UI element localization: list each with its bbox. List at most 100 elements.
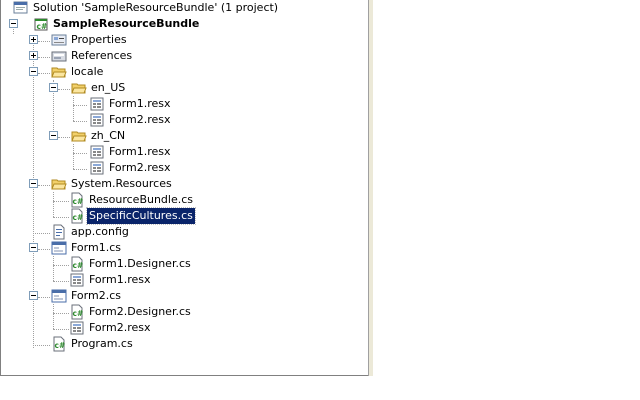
collapse-toggle[interactable] bbox=[29, 179, 38, 188]
tree-line bbox=[33, 345, 50, 346]
system-resources-label: System.Resources bbox=[71, 177, 172, 190]
folder-open-icon bbox=[71, 131, 87, 142]
file-label: Form1.resx bbox=[109, 145, 171, 158]
references-icon bbox=[51, 51, 67, 62]
tree-line bbox=[73, 169, 87, 170]
csharp-file-icon: c# bbox=[71, 192, 84, 208]
tree-node-form2-designer-cs[interactable]: c# Form2.Designer.cs bbox=[1, 304, 361, 320]
tree-node-en-us-folder[interactable]: en_US bbox=[1, 80, 361, 96]
tree-line bbox=[38, 73, 50, 74]
tree-node-form2-cs[interactable]: Form2.cs bbox=[1, 288, 361, 304]
file-label: Form1.Designer.cs bbox=[89, 257, 191, 270]
vertical-scrollbar[interactable] bbox=[368, 0, 373, 376]
expand-toggle[interactable] bbox=[29, 35, 38, 44]
file-label: Form2.resx bbox=[109, 113, 171, 126]
file-label: Form2.Designer.cs bbox=[89, 305, 191, 318]
collapse-toggle[interactable] bbox=[49, 131, 58, 140]
tree-node-zh-cn-folder[interactable]: zh_CN bbox=[1, 128, 361, 144]
svg-text:c#: c# bbox=[73, 213, 84, 222]
svg-text:c#: c# bbox=[73, 309, 84, 318]
tree-line bbox=[53, 201, 69, 202]
tree-line bbox=[53, 329, 69, 330]
tree-node-solution[interactable]: Solution 'SampleResourceBundle' (1 proje… bbox=[1, 0, 361, 16]
svg-text:c#: c# bbox=[73, 261, 84, 270]
csharp-file-icon: c# bbox=[71, 256, 84, 272]
csharp-file-icon: c# bbox=[71, 208, 84, 224]
file-label: Form1.resx bbox=[109, 97, 171, 110]
resx-file-icon bbox=[70, 321, 84, 335]
tree-line bbox=[53, 192, 54, 217]
file-label: app.config bbox=[71, 225, 129, 238]
tree-node-resource-bundle-cs[interactable]: c# ResourceBundle.cs bbox=[1, 192, 361, 208]
collapse-toggle[interactable] bbox=[29, 243, 38, 252]
tree-line bbox=[53, 265, 69, 266]
solution-explorer-panel: Solution 'SampleResourceBundle' (1 proje… bbox=[0, 0, 373, 376]
tree-line bbox=[13, 24, 14, 34]
tree-node-zh-form1-resx[interactable]: Form1.resx bbox=[1, 144, 361, 160]
tree-node-app-config[interactable]: app.config bbox=[1, 224, 361, 240]
tree-line bbox=[58, 89, 70, 90]
svg-text:c#: c# bbox=[73, 197, 84, 206]
tree-node-system-resources-folder[interactable]: System.Resources bbox=[1, 176, 361, 192]
tree-node-form2-resx[interactable]: Form2.resx bbox=[1, 320, 361, 336]
resx-file-icon bbox=[90, 97, 104, 111]
tree-line bbox=[73, 121, 87, 122]
tree-node-form1-cs[interactable]: Form1.cs bbox=[1, 240, 361, 256]
resx-file-icon bbox=[90, 145, 104, 159]
tree-line bbox=[38, 185, 50, 186]
tree-node-zh-form2-resx[interactable]: Form2.resx bbox=[1, 160, 361, 176]
file-label: Program.cs bbox=[71, 337, 133, 350]
svg-text:c#: c# bbox=[55, 341, 66, 350]
tree-node-en-form2-resx[interactable]: Form2.resx bbox=[1, 112, 361, 128]
file-label: ResourceBundle.cs bbox=[89, 193, 194, 206]
tree-line bbox=[38, 41, 50, 42]
file-label: Form2.cs bbox=[71, 289, 121, 302]
tree-line bbox=[73, 144, 74, 169]
file-label: Form2.resx bbox=[89, 321, 151, 334]
csharp-file-icon: c# bbox=[71, 304, 84, 320]
tree-line bbox=[33, 233, 50, 234]
tree-line bbox=[38, 249, 50, 250]
tree-line bbox=[38, 297, 50, 298]
zh-cn-folder-label: zh_CN bbox=[91, 129, 126, 142]
tree-line bbox=[73, 96, 74, 121]
tree-line bbox=[53, 313, 69, 314]
folder-open-icon bbox=[51, 179, 67, 190]
tree-line bbox=[53, 281, 69, 282]
tree-line bbox=[38, 57, 50, 58]
tree-node-project[interactable]: c# SampleResourceBundle bbox=[1, 16, 361, 32]
file-label: Form2.resx bbox=[109, 161, 171, 174]
selected-file-label: SpecificCultures.cs bbox=[86, 207, 196, 225]
expand-toggle[interactable] bbox=[29, 51, 38, 60]
tree-line bbox=[53, 80, 54, 138]
form-icon bbox=[51, 289, 67, 303]
solution-icon bbox=[13, 1, 28, 14]
form-icon bbox=[51, 241, 67, 255]
tree-node-form1-resx[interactable]: Form1.resx bbox=[1, 272, 361, 288]
locale-folder-label: locale bbox=[71, 65, 104, 78]
tree-node-locale-folder[interactable]: locale bbox=[1, 64, 361, 80]
folder-open-icon bbox=[71, 83, 87, 94]
resx-file-icon bbox=[90, 113, 104, 127]
folder-open-icon bbox=[51, 67, 67, 78]
config-file-icon bbox=[53, 224, 65, 240]
tree-node-program-cs[interactable]: c# Program.cs bbox=[1, 336, 361, 352]
csharp-file-icon: c# bbox=[53, 336, 66, 352]
collapse-toggle[interactable] bbox=[29, 67, 38, 76]
tree-node-form1-designer-cs[interactable]: c# Form1.Designer.cs bbox=[1, 256, 361, 272]
tree-node-references[interactable]: References bbox=[1, 48, 361, 64]
collapse-toggle[interactable] bbox=[9, 19, 18, 28]
tree-node-properties[interactable]: Properties bbox=[1, 32, 361, 48]
solution-label: Solution 'SampleResourceBundle' (1 proje… bbox=[33, 1, 279, 14]
properties-label: Properties bbox=[71, 33, 127, 46]
file-label: Form1.cs bbox=[71, 241, 121, 254]
collapse-toggle[interactable] bbox=[49, 83, 58, 92]
references-label: References bbox=[71, 49, 133, 62]
tree-line bbox=[58, 137, 70, 138]
tree-node-en-form1-resx[interactable]: Form1.resx bbox=[1, 96, 361, 112]
resx-file-icon bbox=[70, 273, 84, 287]
tree-node-specific-cultures-cs[interactable]: c# SpecificCultures.cs bbox=[1, 207, 361, 225]
collapse-toggle[interactable] bbox=[29, 291, 38, 300]
svg-text:c#: c# bbox=[37, 22, 48, 31]
tree-line bbox=[73, 105, 87, 106]
